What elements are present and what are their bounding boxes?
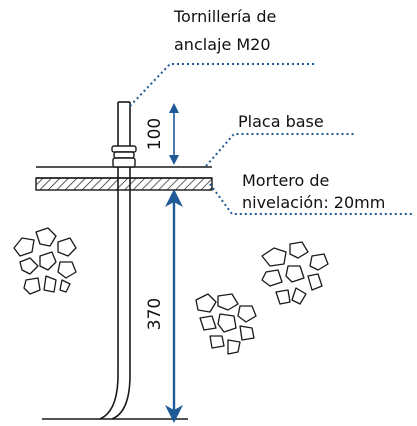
leader-anchor-bolts: [129, 63, 316, 107]
aggregate-cluster-right: [261, 241, 329, 305]
label-grout-line1: Mortero de: [242, 171, 329, 190]
grout-layer: [35, 177, 213, 191]
aggregate-cluster-left: [13, 227, 77, 295]
anchor-bolt: [99, 102, 131, 420]
dimension-bolt-projection: 100: [145, 118, 165, 150]
label-grout-line2: nivelación: 20mm: [242, 193, 385, 212]
label-anchor-bolts-line1: Tornillería de: [173, 7, 276, 26]
label-base-plate: Placa base: [238, 112, 324, 131]
aggregate-cluster-middle: [195, 293, 257, 355]
leader-base-plate: [205, 133, 354, 167]
nut-and-washer: [111, 145, 137, 168]
label-anchor-bolts-line2: anclaje M20: [174, 35, 271, 54]
dimension-embedment-depth: 370: [145, 298, 165, 330]
